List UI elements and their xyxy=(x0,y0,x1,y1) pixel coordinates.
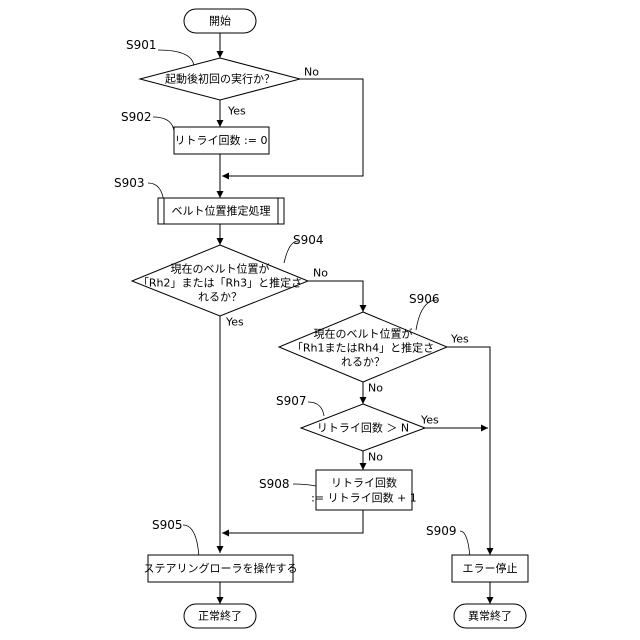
decision-s904: 現在のベルト位置が 「Rh2」または「Rh3」と推定さ れるか？ xyxy=(132,245,308,316)
process-s905-text: ステアリングローラを操作する xyxy=(144,561,298,575)
step-label-s907: S907 xyxy=(276,394,307,408)
branch-s907-no: No xyxy=(368,451,383,464)
step-label-s906: S906 xyxy=(409,292,440,306)
decision-s907-text: リトライ回数 ＞ N xyxy=(317,422,409,435)
leader-s901 xyxy=(158,50,194,66)
branch-s901-no: No xyxy=(304,66,319,79)
branch-s907-yes: Yes xyxy=(420,414,439,427)
subprocess-s903: ベルト位置推定処理 xyxy=(158,198,284,224)
step-label-s904: S904 xyxy=(293,233,324,247)
leader-s905 xyxy=(183,525,199,558)
decision-s907: リトライ回数 ＞ N xyxy=(301,404,425,451)
normal-end-terminal: 正常終了 xyxy=(184,604,256,628)
process-s908-line-2: := リトライ回数 + 1 xyxy=(311,492,417,505)
process-s908-line-1: リトライ回数 xyxy=(331,477,397,490)
step-label-s908: S908 xyxy=(259,477,290,491)
process-s905: ステアリングローラを操作する xyxy=(144,555,298,582)
start-terminal-label: 開始 xyxy=(209,14,231,28)
abnormal-end-terminal: 異常終了 xyxy=(454,604,526,628)
decision-s906-line-1: 現在のベルト位置が xyxy=(314,327,413,341)
normal-end-terminal-label: 正常終了 xyxy=(198,609,242,623)
decision-s906-line-3: れるか？ xyxy=(341,356,385,369)
start-terminal: 開始 xyxy=(184,9,256,33)
step-label-s902: S902 xyxy=(121,110,152,124)
branch-s904-yes: Yes xyxy=(225,316,244,329)
step-label-s901: S901 xyxy=(126,38,157,52)
process-s902: リトライ回数 := 0 xyxy=(174,127,269,154)
leader-s908 xyxy=(293,484,316,486)
step-label-s909: S909 xyxy=(426,524,457,538)
decision-s904-line-1: 現在のベルト位置が xyxy=(171,262,270,276)
leader-s902 xyxy=(153,117,174,131)
edge-s904-no-to-s906 xyxy=(308,281,363,312)
step-label-s905: S905 xyxy=(152,518,183,532)
subprocess-s903-text: ベルト位置推定処理 xyxy=(172,204,271,218)
decision-s906-line-2: 「Rh1またはRh4」と推定さ xyxy=(292,341,434,355)
decision-s901: 起動後初回の実行か？ xyxy=(140,58,300,100)
branch-s906-no: No xyxy=(368,382,383,395)
leader-s909 xyxy=(460,531,470,558)
branch-s904-no: No xyxy=(313,267,328,280)
decision-s906: 現在のベルト位置が 「Rh1またはRh4」と推定さ れるか？ xyxy=(279,312,447,382)
edge-s908-loop-back xyxy=(222,510,363,533)
leader-s907 xyxy=(308,402,324,416)
branch-s901-yes: Yes xyxy=(227,105,246,118)
decision-s901-text: 起動後初回の実行か？ xyxy=(165,72,275,86)
process-s902-text: リトライ回数 := 0 xyxy=(175,134,268,147)
process-s908: リトライ回数 := リトライ回数 + 1 xyxy=(311,470,417,510)
abnormal-end-terminal-label: 異常終了 xyxy=(468,609,512,623)
decision-s904-line-2: 「Rh2」または「Rh3」と推定さ xyxy=(138,276,302,290)
process-s909-text: エラー停止 xyxy=(463,561,518,575)
decision-s904-line-3: れるか？ xyxy=(198,291,242,304)
branch-s906-yes: Yes xyxy=(450,333,469,346)
process-s909: エラー停止 xyxy=(452,555,528,582)
step-label-s903: S903 xyxy=(114,176,145,190)
